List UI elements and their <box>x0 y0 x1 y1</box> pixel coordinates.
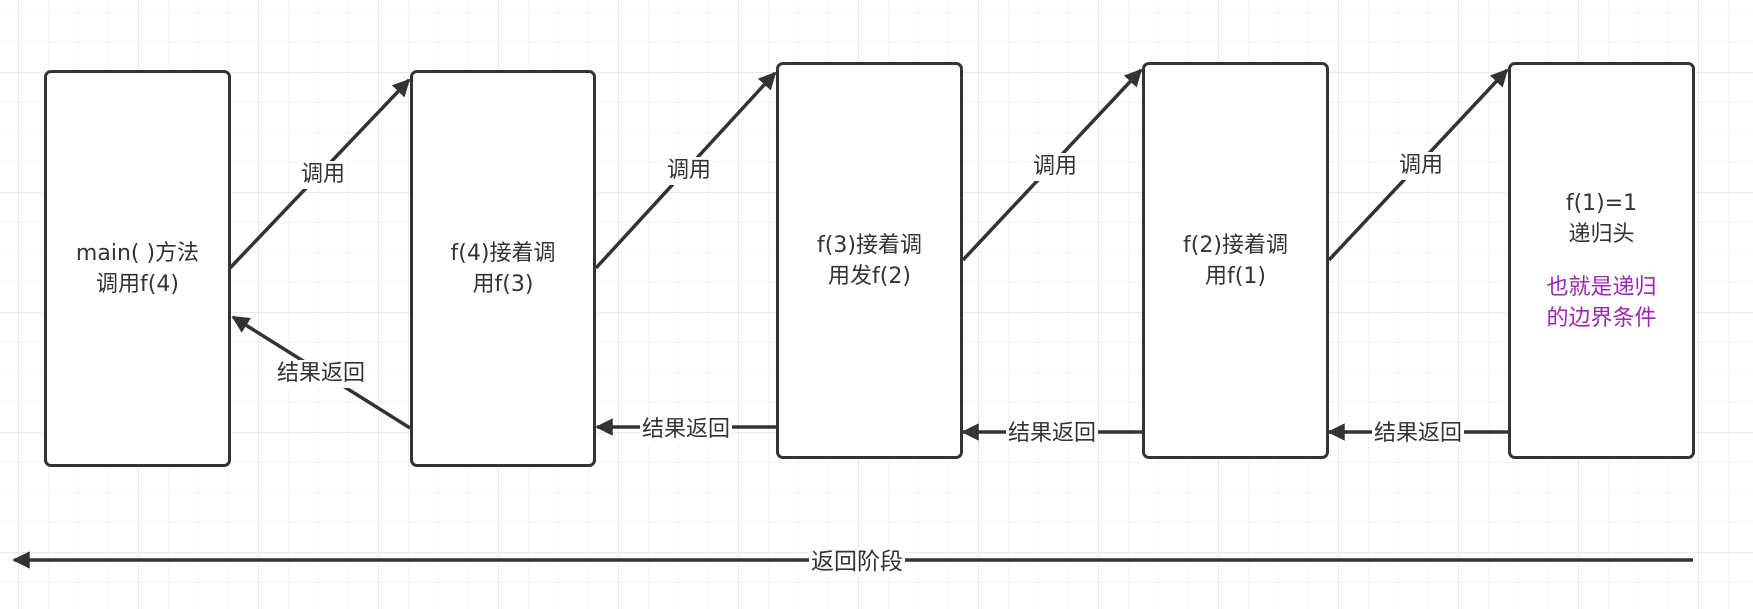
node-f1-line-2: 递归头 <box>1568 221 1635 247</box>
node-f4[interactable]: f(4)接着调 用f(3) <box>410 70 596 467</box>
return-label-f4-main: 结果返回 <box>274 360 368 388</box>
node-main[interactable]: main( )方法 调用f(4) <box>44 70 231 467</box>
call-label-main-f4: 调用 <box>298 161 348 189</box>
base-case-note: 也就是递归 的边界条件 <box>1546 272 1656 334</box>
return-label-f1-f2: 结果返回 <box>1371 420 1465 448</box>
node-f3-line-2: 用发f(2) <box>828 263 911 289</box>
node-f3-line-1: f(3)接着调 <box>817 232 922 258</box>
return-phase-label: 返回阶段 <box>809 548 905 576</box>
call-label-f3-f2: 调用 <box>1030 153 1080 181</box>
return-label-f3-f4: 结果返回 <box>639 416 733 444</box>
node-f2[interactable]: f(2)接着调 用f(1) <box>1142 62 1329 459</box>
node-f1-line-1: f(1)=1 <box>1565 190 1638 216</box>
node-f3[interactable]: f(3)接着调 用发f(2) <box>776 62 963 459</box>
return-label-f2-f3: 结果返回 <box>1005 420 1099 448</box>
node-f1[interactable]: f(1)=1 递归头 也就是递归 的边界条件 <box>1508 62 1695 459</box>
base-case-note-line-2: 的边界条件 <box>1546 305 1657 331</box>
node-main-line-2: 调用f(4) <box>96 271 179 297</box>
call-label-f4-f3: 调用 <box>664 157 714 185</box>
node-f4-line-1: f(4)接着调 <box>450 240 556 266</box>
node-f4-line-2: 用f(3) <box>472 271 534 297</box>
node-f2-line-2: 用f(1) <box>1205 263 1266 289</box>
call-label-f2-f1: 调用 <box>1396 152 1446 180</box>
node-f2-line-1: f(2)接着调 <box>1183 232 1288 258</box>
node-main-line-1: main( )方法 <box>75 240 200 266</box>
base-case-note-line-1: 也就是递归 <box>1546 274 1657 300</box>
